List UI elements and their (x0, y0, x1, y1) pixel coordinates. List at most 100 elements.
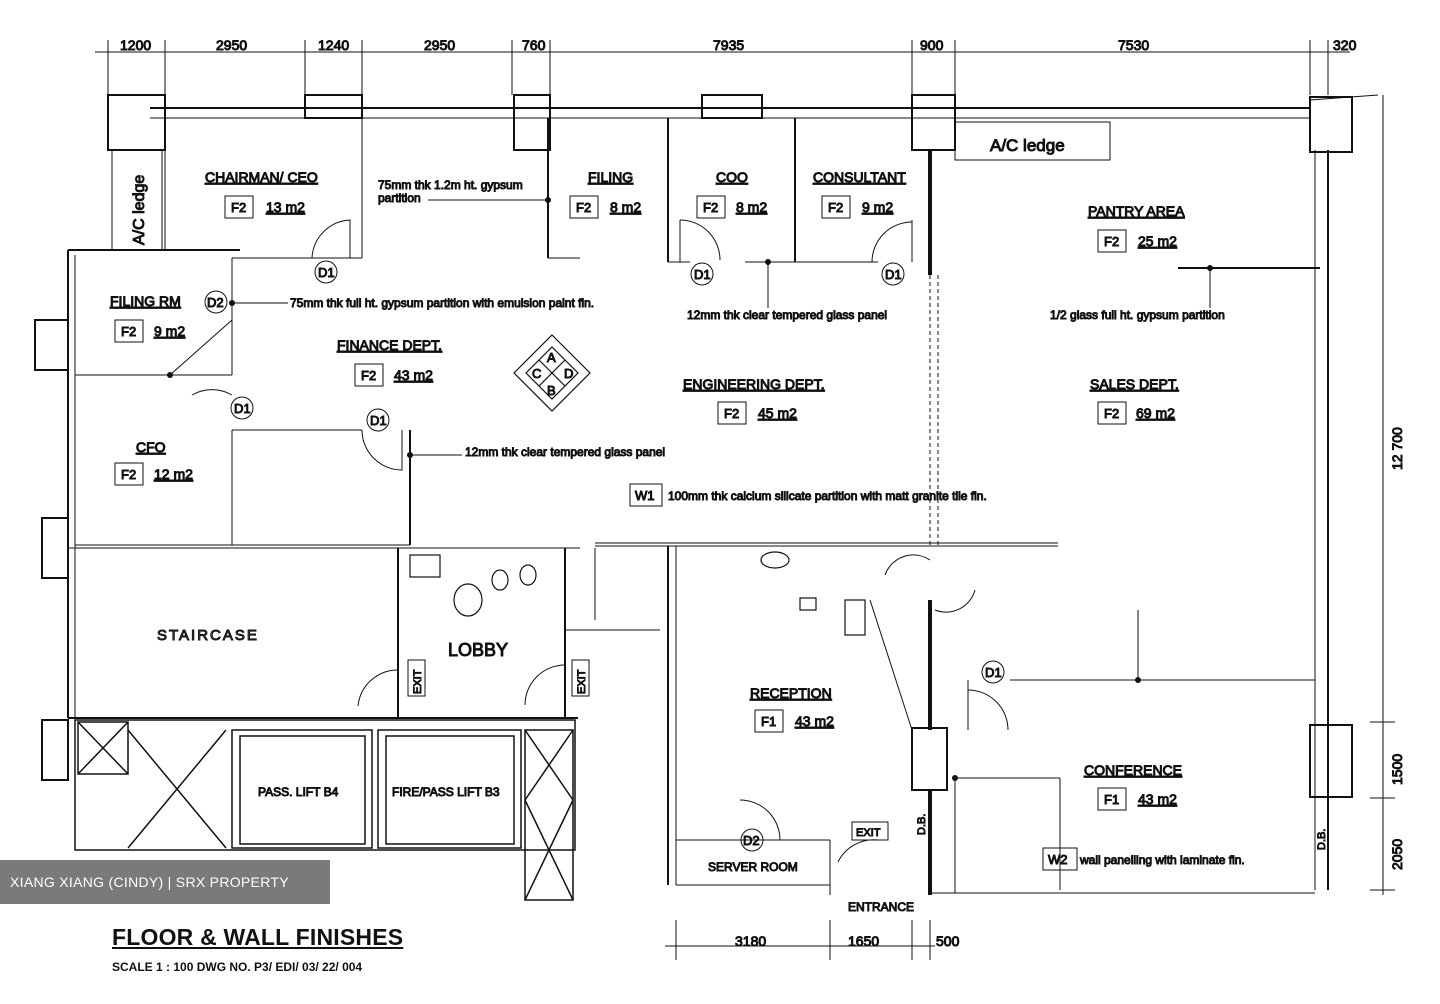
exit-sign-entrance-box (851, 821, 889, 841)
room-consultant-code: F2 (828, 200, 843, 215)
dim-right-1: 12 700 (1389, 427, 1405, 470)
dim-top-4: 2950 (424, 37, 455, 53)
room-conference-area: 43 m2 (1138, 791, 1177, 807)
note-half-glass: 1/2 glass full ht. gypsum partition (1050, 308, 1225, 322)
room-reception: RECEPTION F1 43 m2 (750, 685, 835, 733)
drawing-scale: SCALE 1 : 100 DWG NO. P3/ EDI/ 03/ 22/ 0… (112, 960, 363, 974)
compass-a: A (547, 350, 556, 365)
room-engineering-area: 45 m2 (758, 405, 797, 421)
room-conference: CONFERENCE F1 43 m2 (1084, 762, 1183, 811)
right-dimension-line (1370, 95, 1395, 895)
note-glass-top: 12mm thk clear tempered glass panel (687, 308, 887, 322)
db-label-right: D.B. (1316, 829, 1328, 850)
room-chairman-area: 13 m2 (266, 199, 305, 215)
room-consultant-name: CONSULTANT (813, 169, 906, 185)
dim-right-2: 1500 (1389, 754, 1405, 785)
room-coo-name: COO (716, 169, 748, 185)
room-cfo-area: 12 m2 (154, 466, 193, 482)
wall-tag-w2-box (1042, 847, 1078, 871)
compass-d: D (564, 366, 573, 381)
dim-top-6: 7935 (713, 37, 744, 53)
dim-top-8: 7530 (1118, 37, 1149, 53)
room-engineering: ENGINEERING DEPT. F2 45 m2 (683, 376, 825, 425)
room-finance-code: F2 (361, 368, 376, 383)
room-filing-rm-name: FILING RM (110, 293, 181, 309)
ac-ledge-side-label: A/C ledge (131, 175, 148, 245)
door-tag-d1-consultant: D1 (885, 267, 902, 282)
ac-ledge-side (111, 149, 163, 251)
room-sales-area: 69 m2 (1136, 405, 1175, 421)
staircase-label: STAIRCASE (157, 627, 259, 644)
lobby-fixtures (409, 551, 866, 636)
dim-bottom-1: 3180 (735, 933, 766, 949)
dim-bottom-2: 1650 (848, 933, 879, 949)
lift-core (74, 719, 576, 901)
room-pantry: PANTRY AREA F2 25 m2 (1088, 203, 1186, 253)
dim-top-9: 320 (1333, 37, 1357, 53)
top-dimension-line (95, 40, 1350, 95)
wall-tag-w2: W2 (1048, 852, 1068, 867)
dim-top-5: 760 (522, 37, 546, 53)
room-pantry-name: PANTRY AREA (1088, 203, 1185, 219)
room-filing-rm-area: 9 m2 (154, 323, 185, 339)
room-finance-area: 43 m2 (394, 367, 433, 383)
room-filing-code: F2 (576, 200, 591, 215)
note-laminate: wall panelling with laminate fin. (1079, 853, 1245, 867)
dim-top-3: 1240 (318, 37, 349, 53)
room-sales-code: F2 (1104, 406, 1119, 421)
room-reception-name: RECEPTION (750, 685, 832, 701)
note-gypsum-75-line2: partition (378, 191, 421, 205)
door-tag-d1-conference: D1 (985, 665, 1002, 680)
room-finance: FINANCE DEPT. F2 43 m2 (337, 337, 443, 387)
door-tag-d1-cfo: D1 (234, 401, 251, 416)
compass-c: C (532, 366, 541, 381)
room-filing-area: 8 m2 (610, 199, 641, 215)
room-chairman: CHAIRMAN/ CEO F2 13 m2 (205, 169, 318, 219)
door-tags (204, 260, 1005, 852)
room-coo: COO F2 8 m2 (696, 169, 768, 219)
watermark: XIANG XIANG (CINDY) | SRX PROPERTY (0, 860, 330, 904)
note-glass-mid: 12mm thk clear tempered glass panel (465, 445, 665, 459)
door-tag-d2-filing: D2 (207, 295, 224, 310)
wall-tag-w1: W1 (635, 488, 655, 503)
room-pantry-code: F2 (1104, 234, 1119, 249)
room-reception-code: F1 (761, 714, 776, 729)
room-reception-area: 43 m2 (795, 713, 834, 729)
room-filing: FILING F2 8 m2 (569, 169, 642, 219)
room-consultant: CONSULTANT F2 9 m2 (813, 169, 907, 219)
note-gypsum-full: 75mm thk full ht. gypsum partition with … (290, 296, 594, 310)
room-filing-rm-code: F2 (121, 324, 136, 339)
room-chairman-name: CHAIRMAN/ CEO (205, 169, 318, 185)
note-calcium: 100mm thk calcium silicate partition wit… (668, 489, 987, 503)
walls (67, 94, 1379, 895)
room-engineering-code: F2 (724, 406, 739, 421)
room-cfo-code: F2 (121, 467, 136, 482)
bottom-dimension-line (665, 920, 935, 960)
dim-top-7: 900 (920, 37, 944, 53)
note-gypsum-75-line1: 75mm thk 1.2m ht. gypsum (378, 178, 523, 192)
room-cfo: CFO F2 12 m2 (114, 439, 194, 486)
door-tag-d1-chairman: D1 (318, 265, 335, 280)
door-tag-d1-coo: D1 (694, 267, 711, 282)
dim-bottom-3: 500 (936, 933, 960, 949)
room-chairman-code: F2 (231, 200, 246, 215)
door-tag-d2-server: D2 (743, 833, 760, 848)
dim-top-1: 1200 (120, 37, 151, 53)
exit-sign-left: EXIT (412, 669, 424, 694)
pass-lift-label: PASS. LIFT B4 (258, 785, 339, 799)
room-consultant-area: 9 m2 (862, 199, 893, 215)
room-sales: SALES DEPT. F2 69 m2 (1090, 376, 1179, 425)
server-room-label: SERVER ROOM (708, 860, 798, 874)
door-swings (169, 219, 1009, 863)
ac-ledge-top (954, 121, 1111, 161)
lobby-label: LOBBY (448, 640, 508, 660)
exit-sign-entrance: EXIT (856, 827, 881, 839)
room-engineering-name: ENGINEERING DEPT. (683, 376, 825, 392)
dim-right-3: 2050 (1389, 839, 1405, 870)
exit-sign-left-box (407, 659, 426, 697)
compass-b: B (547, 383, 556, 398)
room-pantry-area: 25 m2 (1138, 233, 1177, 249)
room-filing-rm: FILING RM F2 9 m2 (110, 293, 186, 343)
exit-sign-right: EXIT (576, 669, 588, 694)
room-filing-name: FILING (588, 169, 633, 185)
